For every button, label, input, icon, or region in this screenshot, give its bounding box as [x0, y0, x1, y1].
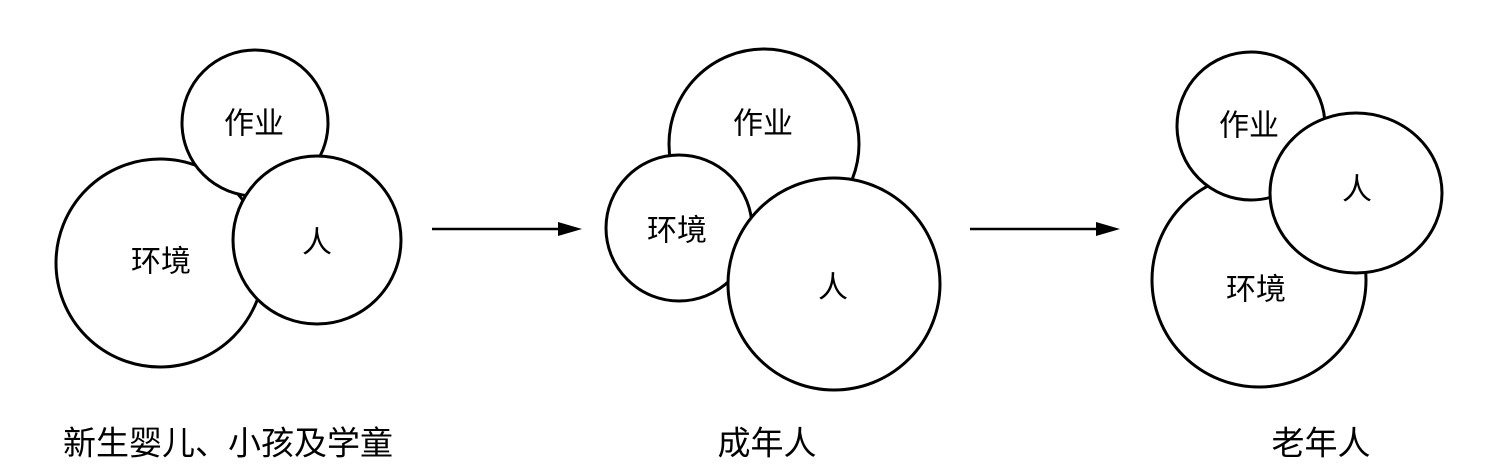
stage-transition-arrow-2	[970, 222, 1120, 236]
stage-1-environment-label: 环境	[131, 245, 191, 280]
stage-2-person-circle	[726, 176, 942, 392]
stage-2-environment-label: 环境	[647, 214, 707, 249]
stage-2-group: 作业 环境 人 成年人	[604, 47, 942, 463]
stage-2-occupation-label: 作业	[733, 107, 793, 142]
stage-transition-arrow-1	[432, 222, 582, 236]
stage-3-group: 作业 人 环境 老年人	[1150, 50, 1444, 463]
stage-2-caption: 成年人	[718, 424, 817, 463]
stage-3-person-circle	[1268, 111, 1444, 275]
stage-3-occupation-label: 作业	[1219, 109, 1279, 144]
stage-1-caption: 新生婴儿、小孩及学童	[63, 424, 393, 463]
stage-3-caption: 老年人	[1272, 424, 1371, 463]
stage-3-environment-label: 环境	[1226, 273, 1286, 308]
stage-2-person-label: 人	[818, 271, 848, 306]
stage-1-person-circle	[231, 154, 403, 326]
stage-1-person-label: 人	[302, 226, 332, 261]
stage-1-group: 作业 人 环境 新生婴儿、小孩及学童	[54, 48, 403, 463]
stage-3-person-label: 人	[1342, 173, 1372, 208]
stage-1-occupation-label: 作业	[224, 107, 284, 142]
